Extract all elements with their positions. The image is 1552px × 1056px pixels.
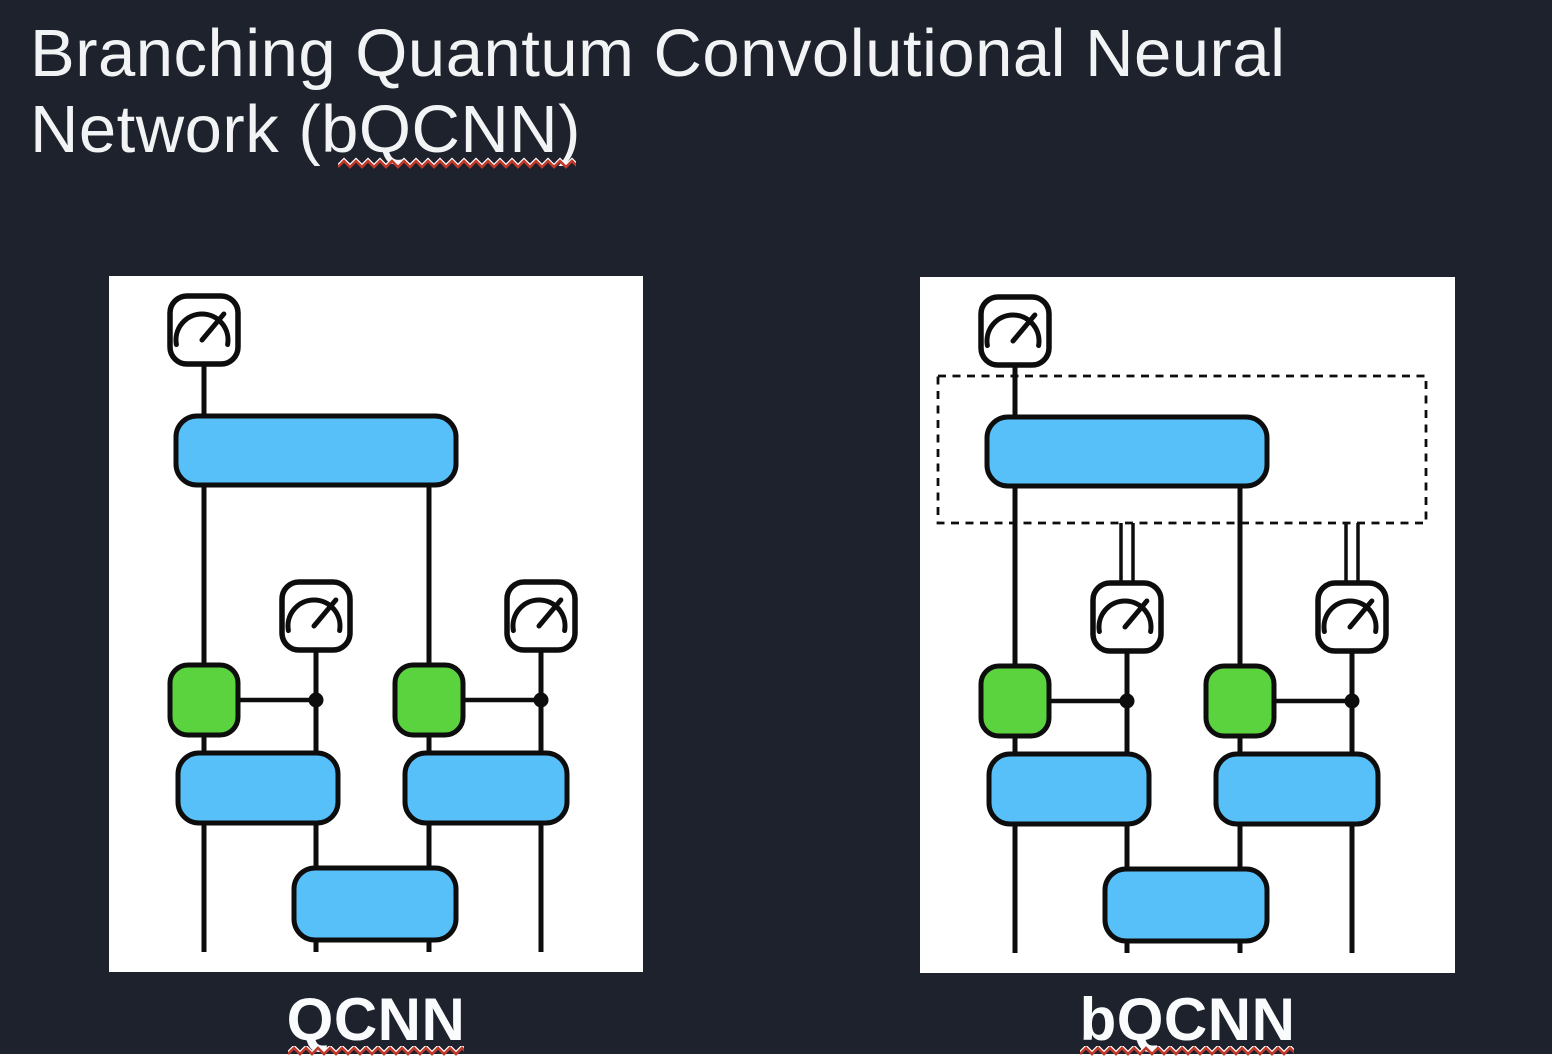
measurement-gauge-icon	[504, 579, 578, 653]
control-dot	[533, 692, 549, 708]
unitary-gate-blue	[402, 750, 570, 826]
unitary-gate-blue	[175, 750, 341, 826]
measurement-gauge-icon	[1315, 580, 1389, 654]
squiggle-line	[288, 1046, 464, 1056]
spellcheck-squiggle-icon	[1080, 1046, 1294, 1056]
unitary-gate-green	[978, 663, 1052, 739]
spellcheck-squiggle-icon	[338, 157, 576, 169]
classical-double-wire	[1119, 523, 1135, 584]
gauge-arc	[285, 597, 343, 634]
gauge-arc	[173, 311, 231, 348]
gauge-arc	[1321, 598, 1379, 635]
unitary-gate-blue	[173, 413, 459, 488]
bqcnn-label: bQCNN	[1079, 986, 1296, 1053]
unitary-gate-blue	[984, 414, 1270, 489]
branching-dashed-box	[936, 374, 1428, 525]
unitary-gate-green	[1203, 663, 1277, 739]
gauge-frame	[1315, 580, 1389, 654]
gauge-frame	[504, 579, 578, 653]
measurement-gauge-icon	[978, 294, 1052, 368]
page-title: Branching Quantum Convolutional Neural N…	[30, 16, 1286, 168]
squiggle-line	[338, 159, 576, 169]
gauge-arc	[510, 597, 568, 634]
title-line-1: Branching Quantum Convolutional Neural	[30, 16, 1286, 91]
unitary-gate-blue	[1102, 866, 1270, 944]
gauge-needle	[1010, 312, 1038, 344]
classical-double-wire	[1344, 523, 1360, 584]
bqcnn-circuit-diagram	[936, 294, 1428, 953]
unitary-gate-blue	[986, 751, 1152, 827]
qcnn-label: QCNN	[286, 986, 466, 1053]
measurement-gauge-icon	[279, 579, 353, 653]
control-dot	[1119, 693, 1135, 709]
control-dot	[1344, 693, 1360, 709]
gauge-frame	[1090, 580, 1164, 654]
bqcnn-diagram-panel	[920, 277, 1455, 973]
unitary-gate-blue	[291, 865, 459, 943]
unitary-gate-green	[392, 662, 466, 738]
measurement-gauge-icon	[1090, 580, 1164, 654]
gauge-arc	[1096, 598, 1154, 635]
spellcheck-squiggle-icon	[288, 1046, 464, 1056]
gauge-arc	[984, 312, 1042, 349]
unitary-gate-green	[167, 662, 241, 738]
qcnn-diagram-panel	[109, 276, 643, 972]
gauge-frame	[978, 294, 1052, 368]
squiggle-highlight	[1080, 1046, 1294, 1054]
title-line-2: Network (bQCNN)	[30, 92, 581, 167]
measurement-gauge-icon	[167, 293, 241, 367]
qcnn-circuit-diagram	[167, 293, 578, 952]
gauge-frame	[167, 293, 241, 367]
gauge-needle	[311, 597, 339, 629]
gauge-frame	[279, 579, 353, 653]
gauge-needle	[1122, 598, 1150, 630]
squiggle-highlight	[338, 157, 576, 167]
unitary-gate-blue	[1213, 751, 1381, 827]
control-dot	[308, 692, 324, 708]
gauge-needle	[536, 597, 564, 629]
gauge-needle	[199, 311, 227, 343]
gauge-needle	[1347, 598, 1375, 630]
